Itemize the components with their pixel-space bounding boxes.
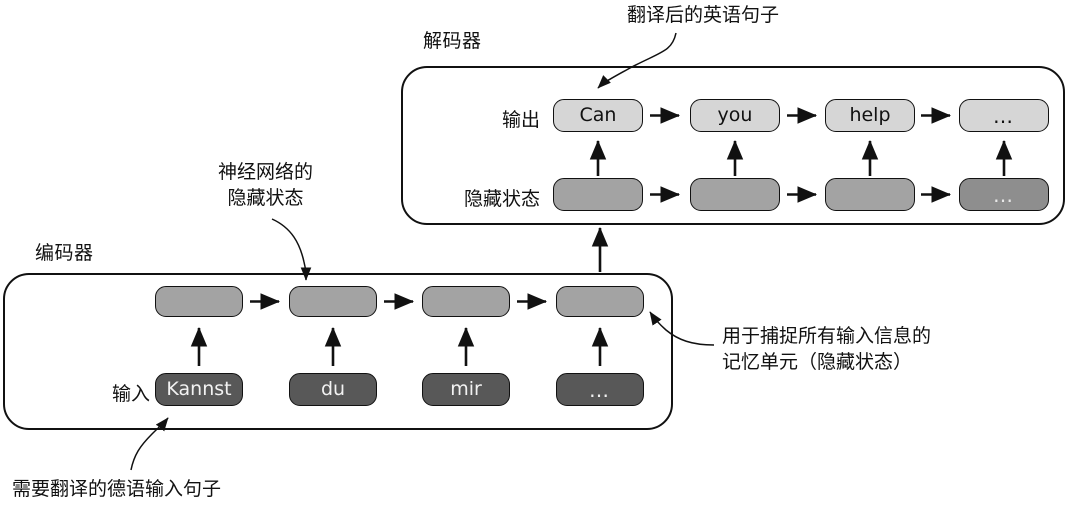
decoder-hidden-cell-1[interactable] bbox=[553, 178, 643, 211]
decoder-output-cell-4-text: … bbox=[993, 103, 1015, 128]
encoder-input-cell-2[interactable]: du bbox=[289, 373, 377, 406]
encoder-title: 编码器 bbox=[35, 242, 94, 264]
encoder-hidden-cell-3[interactable] bbox=[422, 286, 510, 317]
encoder-hidden-cell-4[interactable] bbox=[556, 286, 644, 317]
annotation-memory-cell: 用于捕捉所有输入信息的 记忆单元（隐藏状态） bbox=[722, 324, 931, 375]
encoder-hidden-cell-1[interactable] bbox=[155, 286, 243, 317]
decoder-output-cell-2-text: you bbox=[717, 104, 753, 126]
annotation-hidden-state-of-nn-line2: 隐藏状态 bbox=[227, 186, 304, 209]
decoder-hidden-cell-2[interactable] bbox=[690, 178, 780, 211]
annotation-hidden-state-of-nn: 神经网络的 隐藏状态 bbox=[218, 160, 313, 211]
decoder-output-cell-2[interactable]: you bbox=[690, 99, 780, 132]
encoder-input-cell-1[interactable]: Kannst bbox=[155, 373, 243, 406]
annotation-memory-cell-line1: 用于捕捉所有输入信息的 bbox=[722, 325, 932, 347]
decoder-hidden-row-label: 隐藏状态 bbox=[463, 188, 540, 210]
decoder-output-cell-1[interactable]: Can bbox=[553, 99, 643, 132]
encoder-input-cell-4[interactable]: … bbox=[556, 373, 644, 406]
encoder-input-cell-1-text: Kannst bbox=[166, 378, 232, 400]
encoder-input-cell-3[interactable]: mir bbox=[422, 373, 510, 406]
annotation-memory-cell-line2: 记忆单元（隐藏状态） bbox=[722, 350, 913, 373]
decoder-hidden-cell-3[interactable] bbox=[825, 178, 915, 211]
leader-hidden-state-of-nn bbox=[271, 218, 312, 281]
decoder-output-cell-4[interactable]: … bbox=[959, 99, 1049, 132]
decoder-hidden-cell-4[interactable]: … bbox=[959, 178, 1049, 211]
encoder-input-cell-3-text: mir bbox=[450, 378, 482, 400]
encoder-input-row-label: 输入 bbox=[111, 383, 150, 405]
encoder-input-cell-4-text: … bbox=[589, 377, 611, 402]
decoder-hidden-cell-4-text: … bbox=[993, 182, 1015, 207]
annotation-german-input-sentence: 需要翻译的德语输入句子 bbox=[12, 478, 222, 500]
encoder-input-cell-2-text: du bbox=[320, 378, 346, 400]
decoder-output-row-label: 输出 bbox=[501, 109, 540, 131]
decoder-output-cell-3[interactable]: help bbox=[825, 99, 915, 132]
decoder-title: 解码器 bbox=[423, 30, 482, 52]
decoder-output-cell-1-text: Can bbox=[579, 104, 617, 126]
decoder-output-cell-3-text: help bbox=[849, 104, 891, 126]
annotation-translated-sentence: 翻译后的英语句子 bbox=[627, 4, 780, 26]
encoder-hidden-cell-2[interactable] bbox=[289, 286, 377, 317]
annotation-hidden-state-of-nn-line1: 神经网络的 bbox=[218, 161, 314, 183]
